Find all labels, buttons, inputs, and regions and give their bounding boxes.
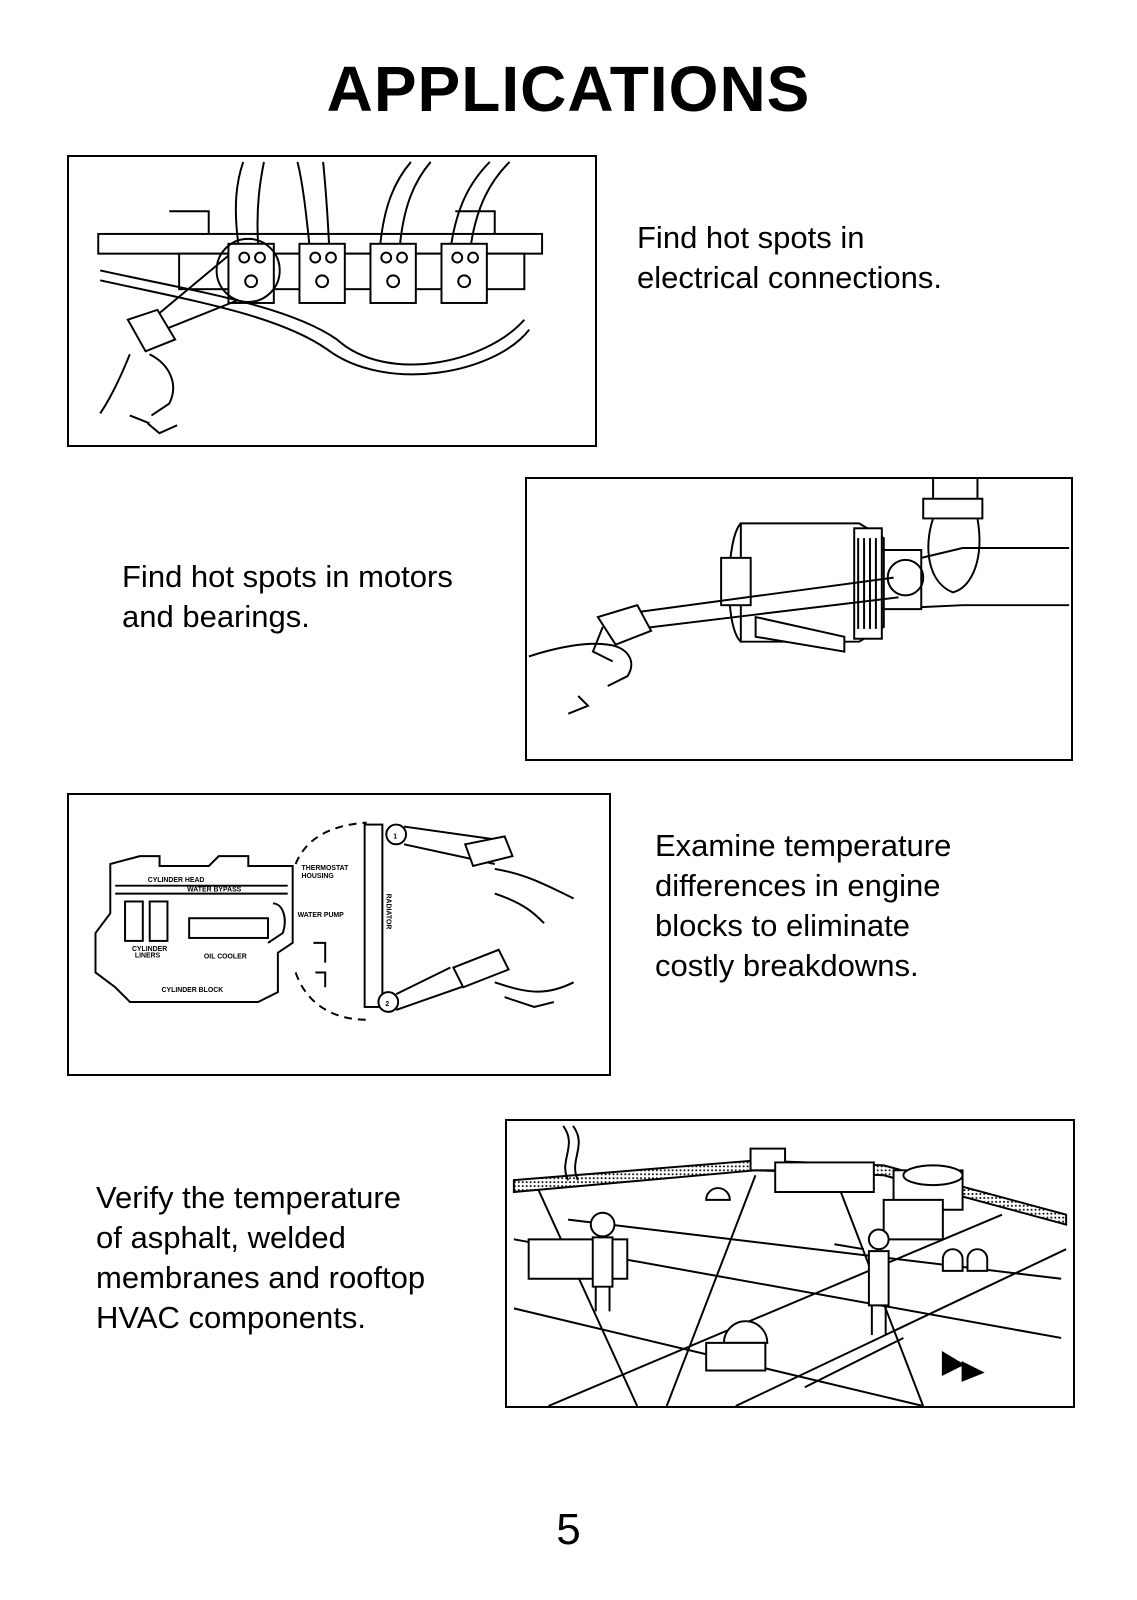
- label-water-pump: WATER PUMP: [298, 912, 345, 919]
- label-cylinder-block: CYLINDER BLOCK: [162, 987, 224, 994]
- caption-line: membranes and rooftop: [96, 1260, 426, 1295]
- page-number: 5: [556, 1505, 581, 1554]
- label-housing: HOUSING: [302, 873, 334, 880]
- caption-line: Find hot spots in motors: [122, 559, 453, 594]
- label-point-2: 2: [385, 1001, 389, 1008]
- engine-block-drawing: CYLINDER HEAD WATER BYPASS THERMOSTAT HO…: [94, 821, 575, 1021]
- page-title: APPLICATIONS: [326, 53, 811, 125]
- caption-line: HVAC components.: [96, 1300, 366, 1335]
- engine-block-illustration: CYLINDER HEAD WATER BYPASS THERMOSTAT HO…: [67, 793, 611, 1076]
- caption-line: differences in engine: [655, 868, 941, 903]
- electrical-connections-drawing: [97, 161, 544, 435]
- caption-line: electrical connections.: [637, 260, 942, 295]
- label-radiator: RADIATOR: [384, 894, 391, 930]
- label-oil-cooler: OIL COOLER: [204, 954, 247, 961]
- caption-line: Find hot spots in: [637, 220, 865, 255]
- label-cylinder-head: CYLINDER HEAD: [148, 877, 205, 884]
- label-cylinder-liners-2: LINERS: [135, 953, 161, 960]
- rooftop-drawing: [512, 1125, 1068, 1406]
- caption-line: of asphalt, welded: [96, 1220, 346, 1255]
- caption-line: costly breakdowns.: [655, 948, 919, 983]
- label-cylinder-liners-1: CYLINDER: [132, 946, 167, 953]
- label-point-1: 1: [393, 833, 397, 840]
- rooftop-illustration: [505, 1119, 1075, 1408]
- label-water-bypass: WATER BYPASS: [187, 887, 242, 894]
- caption-engine: Examine temperature differences in engin…: [655, 826, 951, 986]
- motor-bearings-illustration: [525, 477, 1073, 761]
- electrical-connections-illustration: [67, 155, 597, 447]
- caption-line: Verify the temperature: [96, 1180, 401, 1215]
- caption-line: Examine temperature: [655, 828, 952, 863]
- caption-line: blocks to eliminate: [655, 908, 911, 943]
- label-thermostat: THERMOSTAT: [302, 865, 350, 872]
- motor-bearings-drawing: [528, 479, 1070, 715]
- caption-motors: Find hot spots in motors and bearings.: [122, 557, 453, 637]
- caption-line: and bearings.: [122, 599, 310, 634]
- caption-electrical: Find hot spots in electrical connections…: [637, 218, 942, 298]
- caption-rooftop: Verify the temperature of asphalt, welde…: [96, 1178, 425, 1338]
